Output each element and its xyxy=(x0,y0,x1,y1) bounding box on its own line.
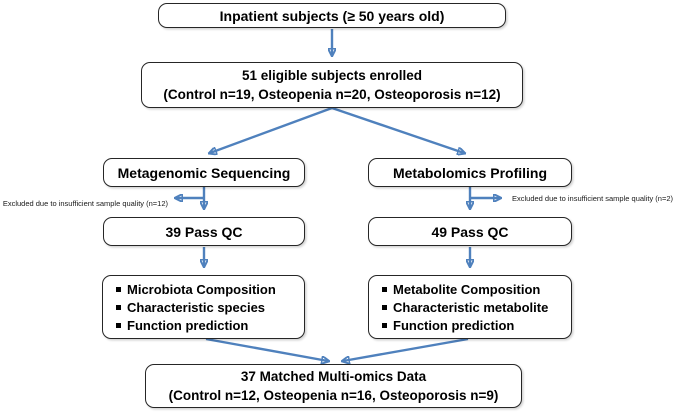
matched-line1: 37 Matched Multi-omics Data xyxy=(240,369,427,384)
bullet-square-icon xyxy=(382,286,387,292)
qc-pass-right-label: 49 Pass QC xyxy=(431,223,509,240)
qc-pass-left-box: 39 Pass QC xyxy=(103,217,305,246)
bullet-square-icon xyxy=(382,304,387,310)
bullet-square-icon xyxy=(116,322,121,328)
arrow-split-right xyxy=(331,106,464,153)
list-item: Microbiota Composition xyxy=(116,282,276,297)
inpatient-subjects-label: Inpatient subjects (≥ 50 years old) xyxy=(219,7,445,24)
matched-multiomics-box: 37 Matched Multi-omics Data (Control n=1… xyxy=(145,364,522,408)
metabolite-output-3: Function prediction xyxy=(393,317,515,333)
bullet-square-icon xyxy=(116,286,121,292)
arrow-merge-left xyxy=(205,337,328,361)
metabolomics-profiling-box: Metabolomics Profiling xyxy=(368,158,572,187)
inpatient-subjects-box: Inpatient subjects (≥ 50 years old) xyxy=(158,3,506,28)
enrolled-line2: (Control n=19, Osteopenia n=20, Osteopor… xyxy=(163,87,501,102)
microbiota-output-1: Microbiota Composition xyxy=(127,281,276,297)
microbiota-outputs-box: Microbiota Composition Characteristic sp… xyxy=(102,275,305,339)
metabolite-outputs-box: Metabolite Composition Characteristic me… xyxy=(368,275,572,339)
enrolled-subjects-box: 51 eligible subjects enrolled (Control n… xyxy=(141,62,523,108)
qc-pass-right-box: 49 Pass QC xyxy=(368,217,572,246)
bullet-square-icon xyxy=(382,322,387,328)
metabolite-output-2: Characteristic metabolite xyxy=(393,299,549,315)
qc-pass-left-label: 39 Pass QC xyxy=(165,223,243,240)
microbiota-output-2: Characteristic species xyxy=(127,299,266,315)
matched-line2: (Control n=12, Osteopenia n=16, Osteopor… xyxy=(168,388,499,403)
metabolomics-label: Metabolomics Profiling xyxy=(392,164,547,181)
list-item: Function prediction xyxy=(116,318,248,333)
metabolite-output-1: Metabolite Composition xyxy=(393,281,541,297)
metagenomic-sequencing-box: Metagenomic Sequencing xyxy=(103,158,305,187)
list-item: Function prediction xyxy=(382,318,514,333)
arrow-split-left xyxy=(210,106,333,153)
enrolled-line1: 51 eligible subjects enrolled xyxy=(241,68,423,83)
list-item: Characteristic species xyxy=(116,300,265,315)
list-item: Characteristic metabolite xyxy=(382,300,548,315)
arrow-merge-right xyxy=(343,337,469,361)
excluded-note-left: Excluded due to insufficient sample qual… xyxy=(2,199,168,208)
excluded-note-right: Excluded due to insufficient sample qual… xyxy=(512,194,673,203)
microbiota-output-3: Function prediction xyxy=(127,317,249,333)
bullet-square-icon xyxy=(116,304,121,310)
list-item: Metabolite Composition xyxy=(382,282,540,297)
metagenomic-label: Metagenomic Sequencing xyxy=(117,164,291,181)
